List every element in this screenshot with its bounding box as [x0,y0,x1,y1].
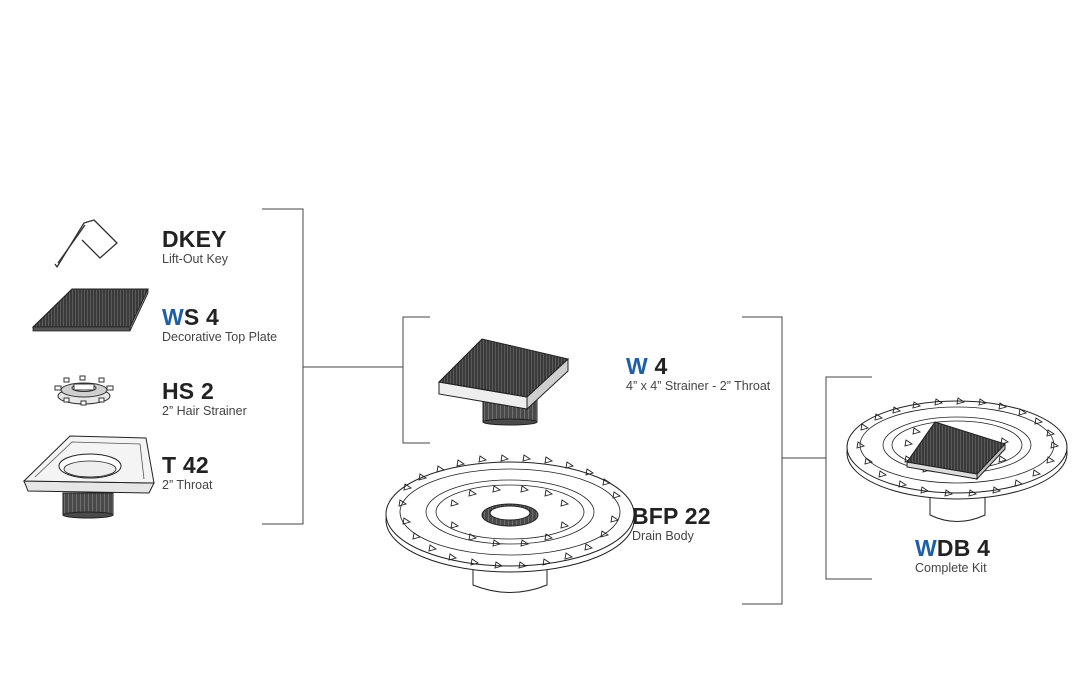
label-t42: T 42 2” Throat [162,454,213,492]
top-plate-icon [31,288,149,332]
drain-body-icon [385,454,635,593]
part-code-wdb4-text: DB 4 [936,535,991,561]
part-description-wdb4: Complete Kit [915,561,987,575]
part-description-hs2: 2” Hair Strainer [162,404,247,418]
part-code-dkey-text: DKEY [162,226,227,252]
part-code-bfp22-text: BFP 22 [632,503,711,529]
bracket-middle [402,316,826,605]
part-code-w4-text: 4 [647,353,668,379]
part-code-ws4: WS 4 [162,306,277,329]
label-bfp22: BFP 22 Drain Body [632,505,711,543]
part-code-ws4-accent: W [162,304,184,330]
part-code-bfp22: BFP 22 [632,505,711,528]
lift-out-key-icon [54,219,118,268]
part-description-w4: 4” x 4” Strainer - 2” Throat [626,379,771,393]
part-code-w4: W 4 [626,355,770,378]
label-hs2: HS 2 2” Hair Strainer [162,380,247,418]
label-wdb4: WDB 4 Complete Kit [915,537,990,575]
label-dkey: DKEY Lift-Out Key [162,228,228,266]
strainer-assembly-icon [437,338,570,426]
hair-strainer-icon [54,375,114,406]
part-code-w4-accent: W [626,353,648,379]
bracket-right [825,376,872,580]
part-code-ws4-text: S 4 [183,304,220,330]
part-description-dkey: Lift-Out Key [162,252,228,266]
label-w4: W 4 4” x 4” Strainer - 2” Throat [626,355,770,393]
part-code-wdb4: WDB 4 [915,537,990,560]
complete-kit-icon [846,397,1068,522]
part-description-bfp22: Drain Body [632,529,694,543]
part-code-t42-text: T 42 [162,452,209,478]
throat-icon [22,435,155,519]
part-code-wdb4-accent: W [915,535,937,561]
bracket-left [262,208,403,525]
part-code-dkey: DKEY [162,228,228,251]
part-code-hs2: HS 2 [162,380,247,403]
label-ws4: WS 4 Decorative Top Plate [162,306,277,344]
part-description-ws4: Decorative Top Plate [162,330,278,344]
part-code-hs2-text: HS 2 [162,378,214,404]
part-code-t42: T 42 [162,454,213,477]
part-description-t42: 2” Throat [162,478,213,492]
